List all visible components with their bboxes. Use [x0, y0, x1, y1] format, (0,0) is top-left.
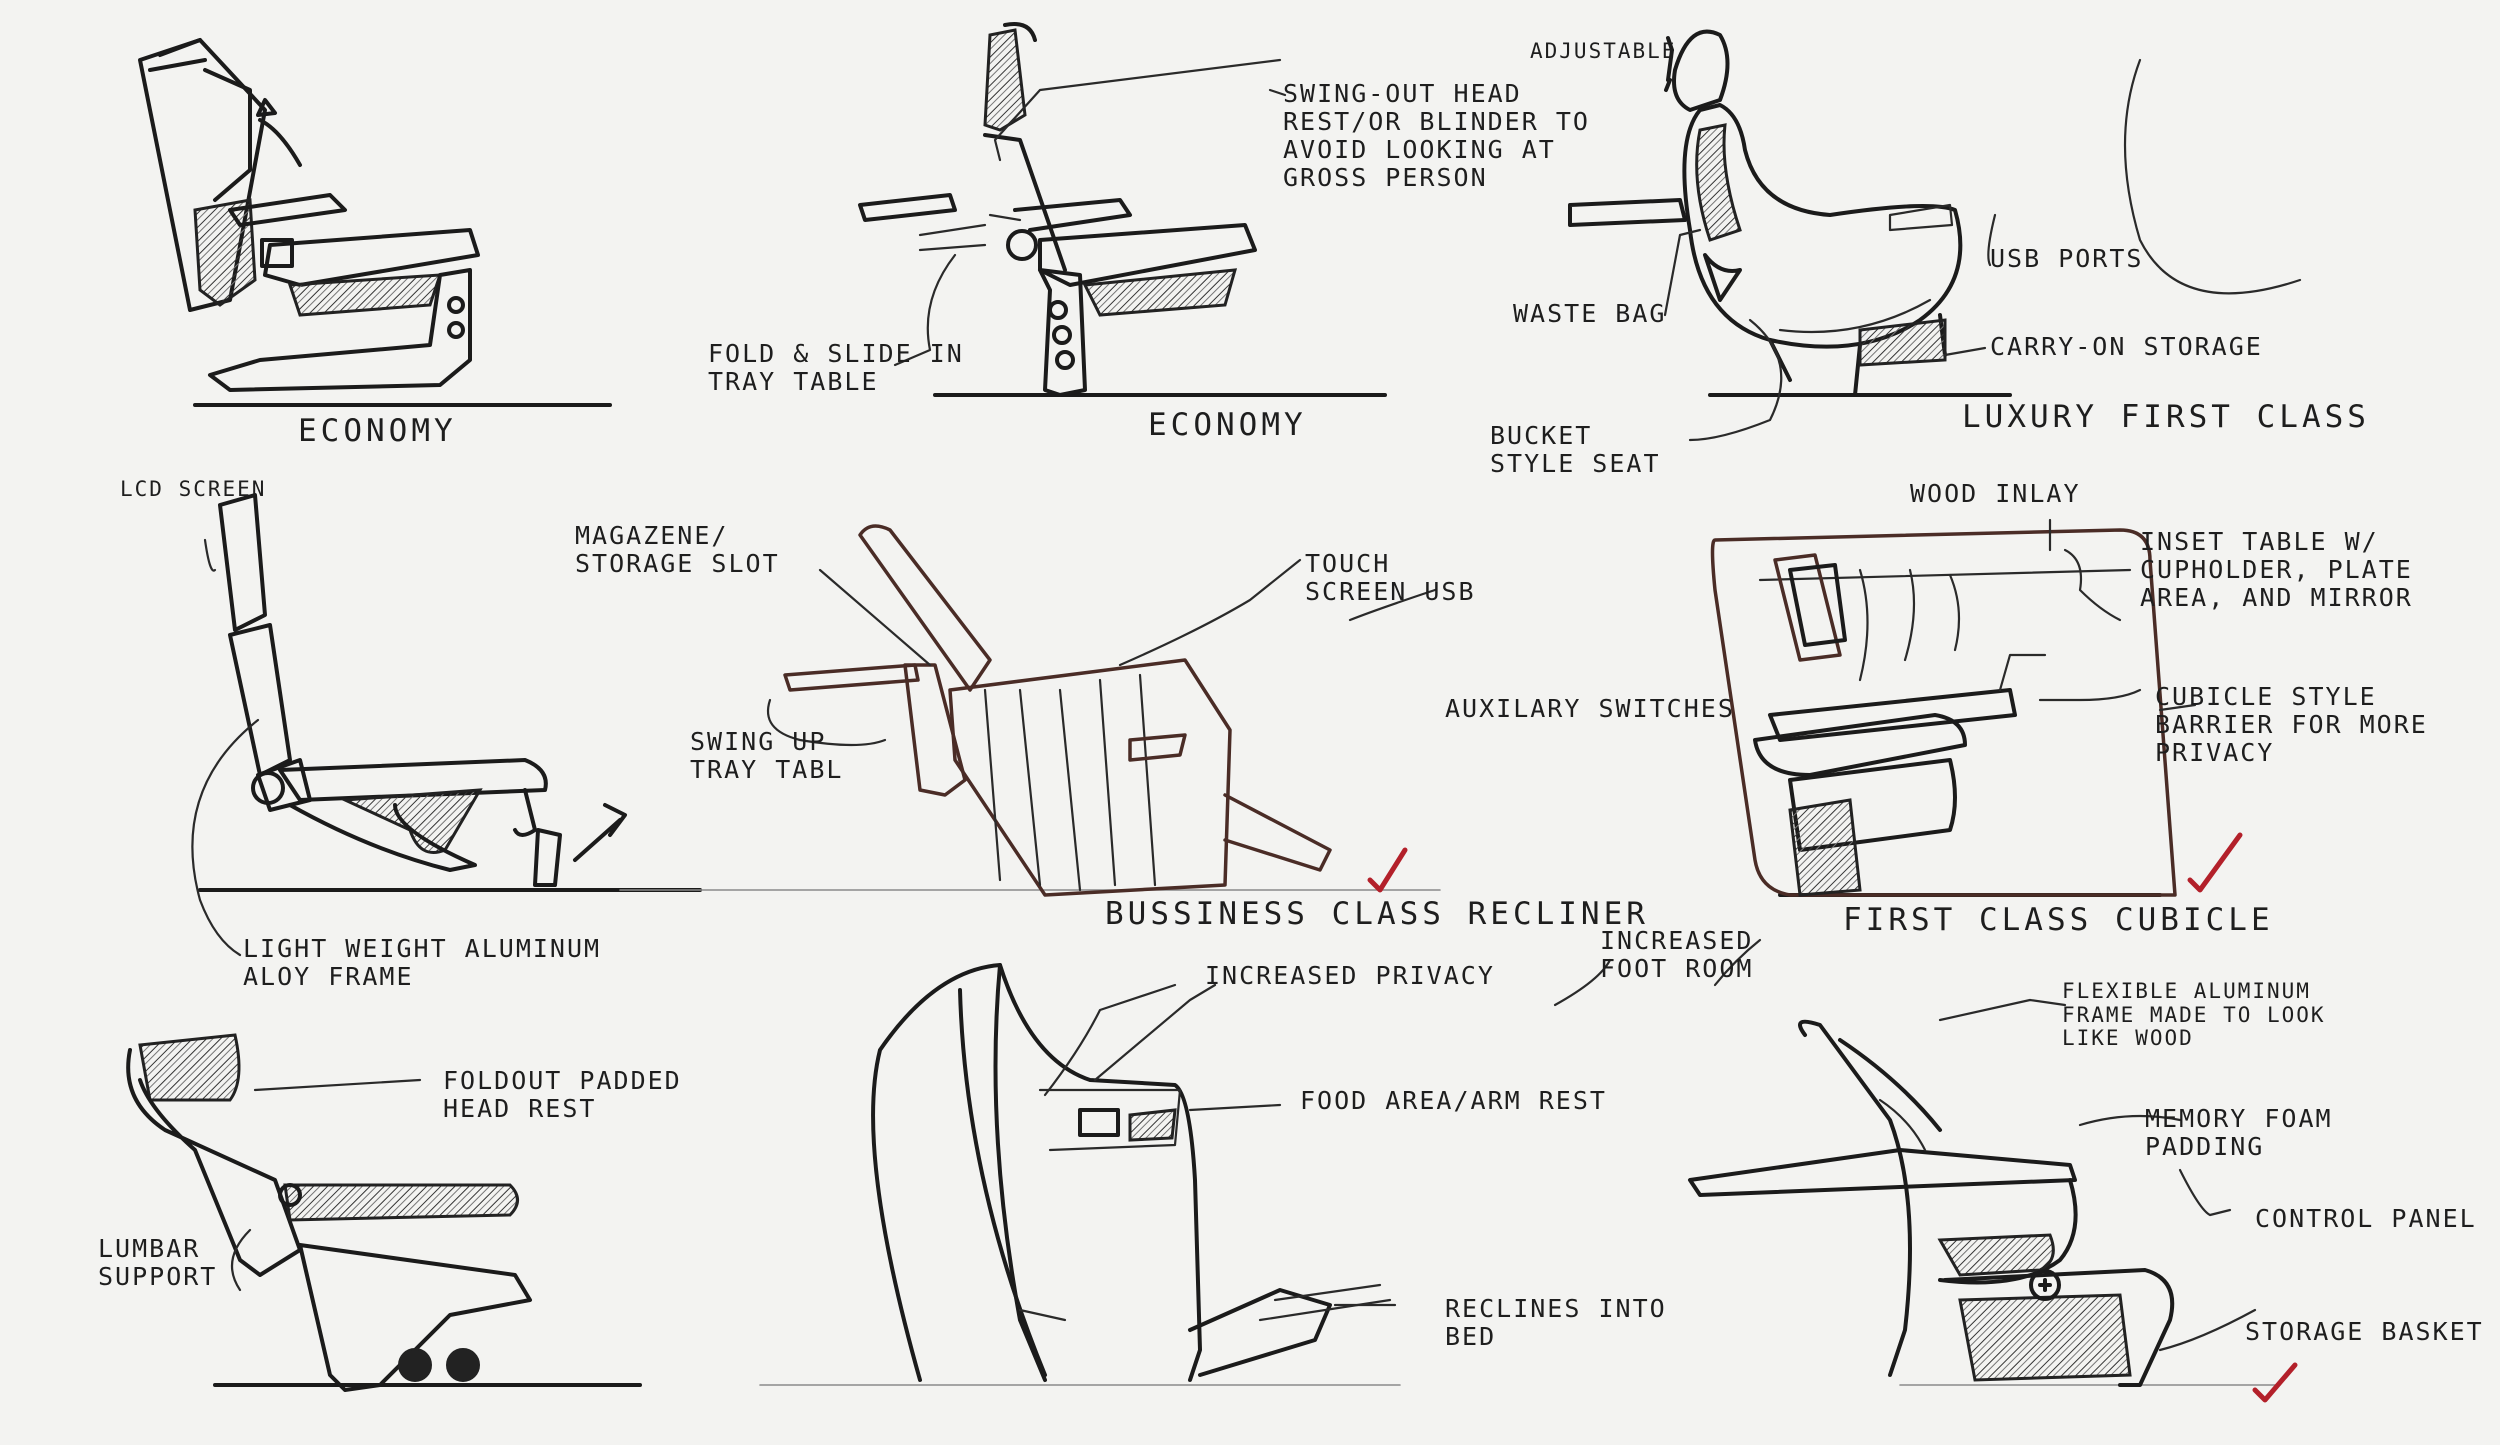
sketch-luxury-first-class [1568, 29, 2012, 442]
sketch-first-class-cubicle [1710, 528, 2243, 897]
callout-increased-privacy: Increased privacy [1205, 961, 1495, 990]
callout-fold-slide-tray: Fold & slide in tray table [708, 339, 964, 396]
callout-swing-up-tray: Swing up tray tabl [690, 727, 844, 784]
callout-cubicle-barrier: Cubicle style barrier for more privacy [2155, 682, 2428, 767]
callout-bucket-style-seat: Bucket style seat [1490, 421, 1661, 478]
callout-carry-on-storage: Carry-on storage [1990, 332, 2263, 361]
callout-food-area-armrest: Food area/arm rest [1300, 1086, 1607, 1115]
callout-usb-ports: USB ports [1990, 244, 2144, 273]
callout-reclines-into-bed: Reclines into bed [1445, 1294, 1667, 1351]
sketch-foldout-headrest [126, 1033, 642, 1392]
callout-aluminum-alloy-frame: Light weight aluminum aloy frame [243, 934, 602, 991]
sketch-privacy-pod [759, 963, 1401, 1386]
callout-inset-table: Inset table w/ cupholder, plate area, an… [2140, 527, 2413, 612]
callout-lcd-screen: LCD screen [120, 477, 267, 501]
sketch-aluminum-frame [1688, 1019, 2298, 1403]
callout-swing-out-headrest: Swing-out head rest/or blinder to avoid … [1283, 79, 1590, 192]
stray-pen-stroke [2123, 58, 2302, 295]
callout-adjustable: Adjustable [1530, 39, 1677, 63]
leader-lines [253, 88, 2257, 1352]
callout-waste-bag: Waste bag [1513, 299, 1667, 328]
callout-auxiliary-switches: Auxilary switches [1445, 694, 1735, 723]
caption-economy-1: Economy [298, 413, 457, 449]
caption-economy-2: Economy [1148, 407, 1307, 443]
callout-increased-foot-room: Increased foot room [1600, 926, 1754, 983]
callout-touch-screen-usb: Touch screen USB [1305, 549, 1476, 606]
callout-magazine-slot: Magazene/ storage slot [575, 521, 780, 578]
callout-memory-foam-padding: Memory foam padding [2145, 1104, 2333, 1161]
sketch-economy-1 [138, 38, 612, 407]
callout-control-panel: Control panel [2255, 1204, 2477, 1233]
sketch-economy-2 [858, 22, 1387, 397]
callout-lumbar-support: Lumbar support [98, 1234, 218, 1291]
caption-luxury-first-class: Luxury first class [1962, 399, 2370, 435]
callout-wood-inlay: Wood inlay [1910, 479, 2081, 508]
caption-business-recliner: Bussiness class recliner [1105, 896, 1649, 932]
sketch-business-recliner [619, 524, 1441, 897]
callout-flexible-aluminum-frame: Flexible aluminum frame made to look lik… [2062, 979, 2326, 1051]
sketch-lcd-seat [191, 493, 702, 957]
callout-storage-basket: Storage basket [2245, 1317, 2484, 1346]
callout-foldout-headrest: Foldout padded head rest [443, 1066, 682, 1123]
caption-first-class-cubicle: First class cubicle [1843, 902, 2274, 938]
